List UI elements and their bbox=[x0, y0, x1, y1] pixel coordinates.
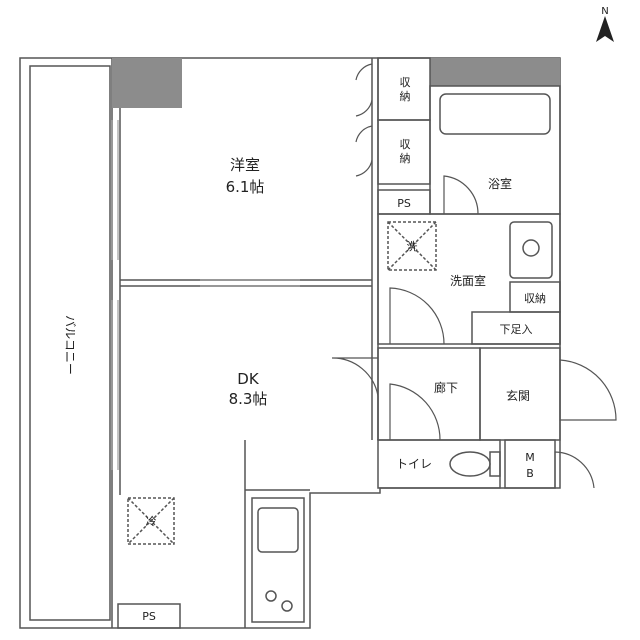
entrance-label: 玄関 bbox=[506, 388, 530, 403]
sliding-windows bbox=[111, 120, 300, 470]
mb-label-line1: M bbox=[525, 451, 535, 464]
dk-size: 8.3帖 bbox=[229, 390, 268, 408]
fridge-label: 冷 bbox=[146, 515, 157, 528]
washroom-label: 洗面室 bbox=[450, 273, 486, 288]
hallway-label: 廊下 bbox=[434, 380, 458, 395]
storage-2-label-line2: 納 bbox=[400, 152, 411, 165]
compass-label: N bbox=[601, 6, 608, 17]
shoe-box bbox=[471, 311, 561, 345]
kitchen-counter bbox=[251, 497, 305, 623]
storage-1-label-line2: 納 bbox=[400, 90, 411, 103]
bathroom-label: 浴室 bbox=[488, 176, 512, 191]
dk-name: DK bbox=[237, 370, 260, 388]
north-compass: N bbox=[596, 6, 614, 42]
washer-pan bbox=[387, 221, 437, 271]
pillar-top-right bbox=[430, 58, 560, 86]
balcony-label: バルコニー bbox=[63, 315, 77, 375]
pillars bbox=[112, 58, 560, 108]
western-room-size: 6.1帖 bbox=[226, 178, 265, 196]
storage-1-label-line1: 収 bbox=[400, 76, 411, 89]
wash-basin bbox=[509, 221, 553, 279]
mb-label-line2: B bbox=[526, 467, 534, 480]
shoe-box-label: 下足入 bbox=[500, 323, 533, 336]
mb-box bbox=[504, 439, 556, 489]
door-swings bbox=[331, 63, 617, 489]
kitchen-sink bbox=[257, 507, 299, 553]
stove-burner-2 bbox=[281, 600, 293, 612]
ps-top-label: PS bbox=[397, 197, 411, 210]
outer-walls bbox=[19, 57, 561, 629]
partitions bbox=[117, 57, 561, 629]
western-room-name: 洋室 bbox=[230, 156, 260, 174]
ps-bottom-box bbox=[117, 603, 181, 629]
toilet-bowl bbox=[449, 451, 491, 477]
north-arrow-icon bbox=[596, 16, 614, 42]
ps-bottom-label: PS bbox=[142, 610, 156, 623]
bathtub bbox=[439, 93, 551, 135]
storage-2-label-line1: 収 bbox=[400, 138, 411, 151]
wash-storage-label: 収納 bbox=[524, 292, 546, 305]
pillar-top-left bbox=[112, 58, 182, 108]
fridge-space bbox=[127, 497, 175, 545]
toilet-label: トイレ bbox=[396, 457, 432, 471]
washer-label: 洗 bbox=[407, 240, 418, 253]
closet-1 bbox=[377, 57, 431, 121]
stove-burner-1 bbox=[265, 590, 277, 602]
